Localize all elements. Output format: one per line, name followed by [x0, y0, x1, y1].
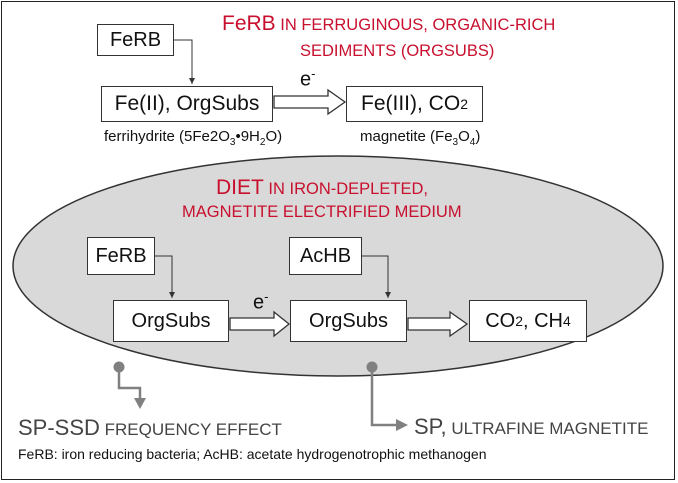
top-ferb-box: FeRB: [97, 24, 174, 56]
bottom-orgsubs-box-1: OrgSubs: [113, 300, 229, 342]
bottom-achb-box: AcHB: [289, 237, 362, 275]
bottom-block-arrow-1: [229, 310, 291, 338]
right-effect-label: SP, ultrafine Magnetite: [414, 414, 649, 439]
bottom-electron-label: e-: [253, 289, 269, 314]
bottom-ferb-connector: [155, 255, 175, 298]
right-effect-arrowhead: [396, 419, 408, 431]
bottom-ferb-box: FeRB: [87, 237, 155, 275]
left-effect-connector: [117, 367, 142, 400]
bottom-orgsubs-box-2: OrgSubs: [290, 300, 407, 342]
bottom-title-line1: DIET in iron-depleted,: [216, 176, 428, 199]
ferrihydrite-label: ferrihydrite (5Fe2O3•9H2O): [104, 128, 283, 148]
left-effect-arrowhead: [134, 398, 146, 409]
bottom-achb-connector: [362, 255, 391, 298]
left-effect-label: SP-SSD frequency effect: [18, 415, 282, 440]
bottom-block-arrow-2: [407, 310, 469, 338]
magnetite-label: magnetite (Fe3O4): [360, 128, 481, 148]
top-electron-label: e-: [300, 66, 316, 91]
footnote: FeRB: iron reducing bacteria; AcHB: acet…: [18, 446, 487, 462]
top-title-line2: sediments (OrgSubs): [300, 42, 495, 60]
top-ferb-connector: [174, 39, 195, 84]
top-title-line1: FeRB in ferruginous, organic-rich: [222, 12, 556, 35]
bottom-title-line2: Magnetite Electrified medium: [182, 203, 462, 221]
right-effect-connector: [370, 367, 398, 427]
top-reactant-box: Fe(II), OrgSubs: [101, 86, 273, 122]
top-block-arrow: [273, 88, 347, 116]
